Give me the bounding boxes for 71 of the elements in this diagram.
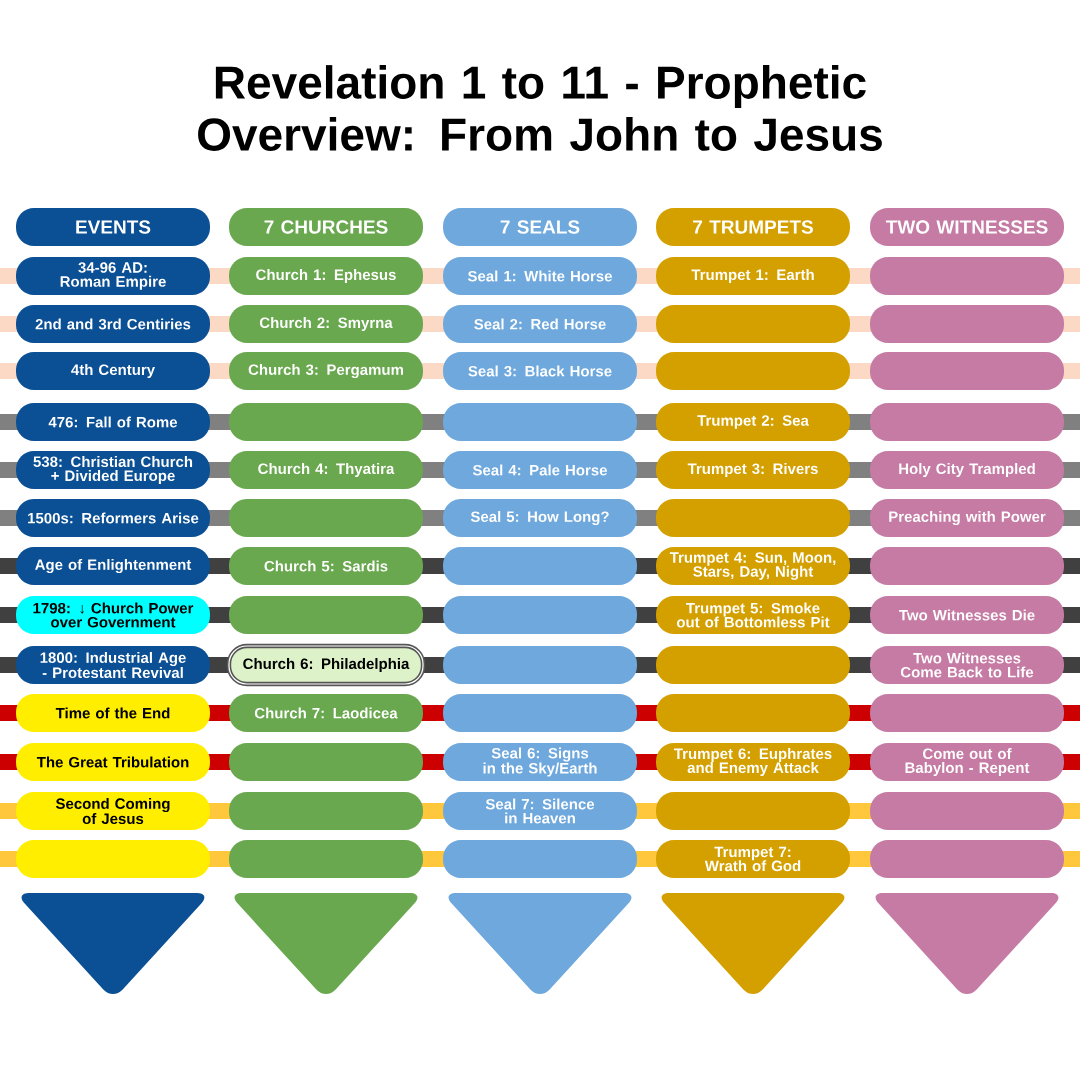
- empty-pill: [229, 743, 423, 781]
- timeline-pill: Church 1: Ephesus: [229, 257, 423, 295]
- timeline-pill: 476: Fall of Rome: [16, 403, 210, 441]
- timeline-pill: Trumpet 4: Sun, Moon, Stars, Day, Night: [656, 547, 850, 585]
- timeline-pill: 4th Century: [16, 352, 210, 390]
- timeline-pill: Seal 7: Silence in Heaven: [443, 792, 637, 830]
- timeline-pill: Church 2: Smyrna: [229, 305, 423, 343]
- empty-pill: [229, 840, 423, 878]
- timeline-pill: Trumpet 3: Rivers: [656, 451, 850, 489]
- timeline-pill: 1798: ↓ Church Power over Government: [16, 596, 210, 634]
- timeline-pill: Time of the End: [16, 694, 210, 732]
- empty-pill: [870, 305, 1064, 343]
- empty-pill: [443, 840, 637, 878]
- empty-pill: [229, 596, 423, 634]
- timeline-pill: Church 6: Philadelphia: [226, 643, 426, 687]
- timeline-pill: Holy City Trampled: [870, 451, 1064, 489]
- timeline-pill: 1800: Industrial Age - Protestant Revival: [16, 646, 210, 684]
- timeline-pill: Trumpet 6: Euphrates and Enemy Attack: [656, 743, 850, 781]
- timeline-pill: Trumpet 1: Earth: [656, 257, 850, 295]
- empty-pill: [870, 352, 1064, 390]
- empty-pill: [656, 646, 850, 684]
- empty-pill: [656, 499, 850, 537]
- empty-pill: [443, 596, 637, 634]
- timeline-pill: Come out of Babylon - Repent: [870, 743, 1064, 781]
- timeline-pill: Second Coming of Jesus: [16, 792, 210, 830]
- timeline-pill: 2nd and 3rd Centiries: [16, 305, 210, 343]
- empty-pill: [229, 499, 423, 537]
- timeline-pill: 1500s: Reformers Arise: [16, 499, 210, 537]
- timeline-pill: 538: Christian Church + Divided Europe: [16, 451, 210, 489]
- timeline-pill: Trumpet 2: Sea: [656, 403, 850, 441]
- timeline-pill: 34-96 AD: Roman Empire: [16, 257, 210, 295]
- timeline-pill: Church 7: Laodicea: [229, 694, 423, 732]
- empty-pill: [870, 694, 1064, 732]
- empty-pill: [656, 305, 850, 343]
- empty-pill: [443, 547, 637, 585]
- column-header: EVENTS: [16, 208, 210, 246]
- empty-pill: [443, 646, 637, 684]
- column-header: 7 TRUMPETS: [656, 208, 850, 246]
- empty-pill: [870, 792, 1064, 830]
- timeline-pill: Church 3: Pergamum: [229, 352, 423, 390]
- timeline-pill: The Great Tribulation: [16, 743, 210, 781]
- empty-pill: [229, 792, 423, 830]
- empty-pill: [443, 403, 637, 441]
- empty-pill: [870, 403, 1064, 441]
- empty-pill: [16, 840, 210, 878]
- column-header: 7 CHURCHES: [229, 208, 423, 246]
- empty-pill: [229, 403, 423, 441]
- timeline-pill: Seal 2: Red Horse: [443, 305, 637, 343]
- column-header: TWO WITNESSES: [870, 208, 1064, 246]
- empty-pill: [870, 257, 1064, 295]
- timeline-pill: Seal 1: White Horse: [443, 257, 637, 295]
- empty-pill: [656, 792, 850, 830]
- timeline-pill: Trumpet 7: Wrath of God: [656, 840, 850, 878]
- timeline-pill: Trumpet 5: Smoke out of Bottomless Pit: [656, 596, 850, 634]
- timeline-pill: Seal 6: Signs in the Sky/Earth: [443, 743, 637, 781]
- empty-pill: [870, 840, 1064, 878]
- timeline-pill: Seal 3: Black Horse: [443, 352, 637, 390]
- empty-pill: [656, 694, 850, 732]
- timeline-pill: Age of Enlightenment: [16, 547, 210, 585]
- timeline-pill: Two Witnesses Come Back to Life: [870, 646, 1064, 684]
- timeline-pill: Seal 4: Pale Horse: [443, 451, 637, 489]
- empty-pill: [656, 352, 850, 390]
- timeline-pill: Seal 5: How Long?: [443, 499, 637, 537]
- empty-pill: [870, 547, 1064, 585]
- column-header: 7 SEALS: [443, 208, 637, 246]
- timeline-pill: Church 5: Sardis: [229, 547, 423, 585]
- timeline-pill: Church 4: Thyatira: [229, 451, 423, 489]
- timeline-pill: Two Witnesses Die: [870, 596, 1064, 634]
- title: Revelation 1 to 11 - Prophetic Overview: From John to Jesus: [198, 65, 882, 151]
- timeline-pill: Preaching with Power: [870, 499, 1064, 537]
- empty-pill: [443, 694, 637, 732]
